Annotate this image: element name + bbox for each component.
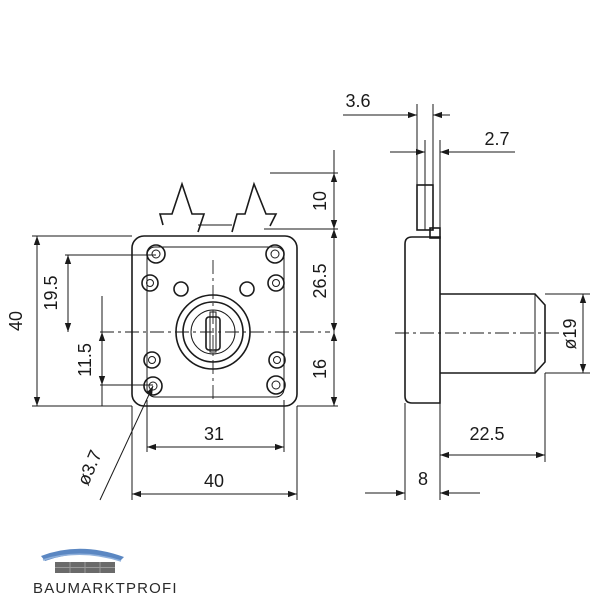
- brand-logo: BAUMARKTPROFI: [33, 548, 178, 597]
- mounting-hole-c2: [239, 281, 255, 297]
- mounting-hole-tl: [146, 244, 166, 264]
- mounting-hole-mr: [267, 274, 285, 292]
- side-cylinder: [440, 293, 546, 374]
- front-plate: [131, 235, 298, 407]
- dim-bolt-thickness: 2.7: [484, 129, 509, 149]
- dim-height-outer: 40: [6, 311, 26, 331]
- dim-top-offset: 3.6: [345, 91, 370, 111]
- dim-plate-thickness: 8: [418, 469, 428, 489]
- dim-hole-diameter: ø3.7: [73, 447, 105, 488]
- front-plate-inner: [146, 246, 285, 398]
- front-view: [100, 181, 330, 407]
- side-view: [395, 184, 560, 404]
- mounting-hole-br: [268, 351, 286, 369]
- dim-width-holes: 31: [204, 424, 224, 444]
- bolt-prong-left: [158, 181, 206, 233]
- mounting-hole-c1: [173, 281, 189, 297]
- mounting-hole-ml: [141, 274, 159, 292]
- dim-height-top-block: 26.5: [310, 263, 330, 298]
- dim-cylinder-length: 22.5: [469, 424, 504, 444]
- dim-height-bolt: 10: [310, 191, 330, 211]
- side-plate: [404, 236, 441, 404]
- dim-height-upper: 19.5: [41, 275, 61, 310]
- mounting-hole-tr: [265, 244, 285, 264]
- brand-name: BAUMARKTPROFI: [33, 580, 178, 597]
- dim-height-bottom: 16: [310, 359, 330, 379]
- side-dimensions: [343, 104, 590, 500]
- mounting-hole-bl: [143, 351, 161, 369]
- dim-cylinder-diameter: ø19: [560, 318, 580, 349]
- front-dimensions: [32, 150, 338, 501]
- dim-height-lower: 11.5: [75, 343, 95, 377]
- bolt-prong-right: [231, 181, 278, 233]
- dim-width-outer: 40: [204, 471, 224, 491]
- logo-roof-icon: [41, 548, 124, 561]
- mounting-hole-br2: [266, 375, 286, 395]
